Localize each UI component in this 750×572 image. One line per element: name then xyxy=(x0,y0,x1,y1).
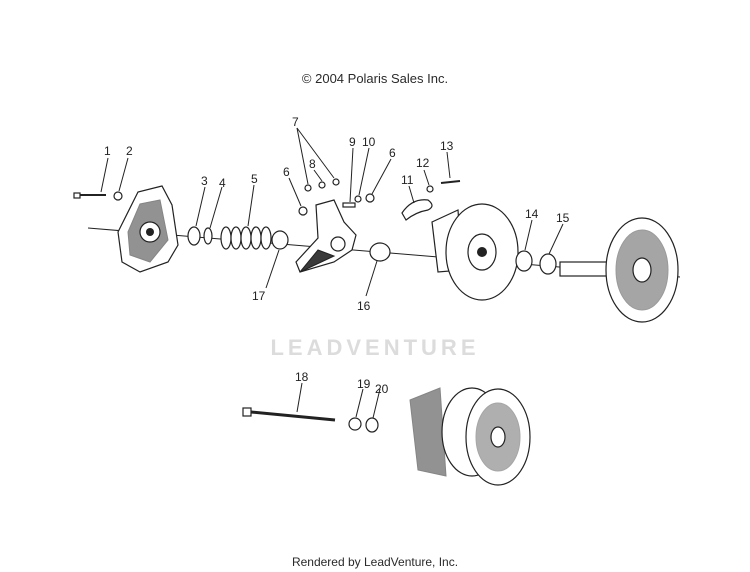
callout-20: 20 xyxy=(375,382,389,396)
callout-15: 15 xyxy=(556,211,570,225)
part-2-washer[interactable] xyxy=(113,191,123,201)
part-16-o-ring[interactable] xyxy=(369,242,391,262)
part-8-washer[interactable] xyxy=(332,178,340,186)
callout-13: 13 xyxy=(440,139,454,153)
assembled-clutch[interactable] xyxy=(409,387,531,486)
part-10-washer[interactable] xyxy=(354,195,362,203)
part-15-seal[interactable] xyxy=(539,253,557,275)
fixed-sheave[interactable] xyxy=(559,217,679,323)
callout-12: 12 xyxy=(416,156,430,170)
footer-text: Rendered by LeadVenture, Inc. xyxy=(291,555,459,569)
part-9-pin[interactable] xyxy=(342,202,356,208)
part-17-bushing[interactable] xyxy=(271,230,289,250)
callout-7: 7 xyxy=(292,115,299,129)
spider-assembly[interactable] xyxy=(295,199,357,273)
part-13-bolt[interactable] xyxy=(440,180,461,184)
callout-11: 11 xyxy=(401,173,414,187)
part-3-bushing[interactable] xyxy=(187,226,201,246)
callout-5: 5 xyxy=(251,172,258,186)
callout-8: 8 xyxy=(309,157,316,171)
callout-6: 6 xyxy=(283,165,290,179)
watermark-logo-text: LEADVENTURE xyxy=(270,335,480,360)
part-18-bolt[interactable] xyxy=(242,407,336,422)
callout-4: 4 xyxy=(219,176,226,190)
part-1-bolt[interactable] xyxy=(73,192,106,199)
copyright-text: © 2004 Polaris Sales Inc. xyxy=(301,71,449,86)
callout-1: 1 xyxy=(104,144,111,158)
part-5-spring[interactable] xyxy=(220,226,272,250)
callout-2: 2 xyxy=(126,144,133,158)
callout-19: 19 xyxy=(357,377,371,391)
part-4-ring[interactable] xyxy=(203,227,213,245)
callout-16: 16 xyxy=(357,299,371,313)
part-12-nut[interactable] xyxy=(426,185,434,193)
callout-14: 14 xyxy=(525,207,539,221)
callout-9: 9 xyxy=(349,135,356,149)
callout-6-second: 6 xyxy=(389,146,396,160)
callout-18: 18 xyxy=(295,370,309,384)
part-6-roller-second[interactable] xyxy=(365,193,375,203)
part-7-roller-a[interactable] xyxy=(304,184,312,192)
cover-plate[interactable] xyxy=(117,185,179,273)
part-20-nut[interactable] xyxy=(365,417,379,433)
part-11-flyweight[interactable] xyxy=(401,199,433,221)
part-7-roller-b[interactable] xyxy=(318,181,326,189)
callout-3: 3 xyxy=(201,174,208,188)
callout-10: 10 xyxy=(362,135,376,149)
moveable-sheave[interactable] xyxy=(431,203,519,301)
part-14-bushing[interactable] xyxy=(515,250,533,272)
callout-17: 17 xyxy=(252,289,266,303)
part-6-roller[interactable] xyxy=(298,206,308,216)
part-19-washer[interactable] xyxy=(348,417,362,431)
